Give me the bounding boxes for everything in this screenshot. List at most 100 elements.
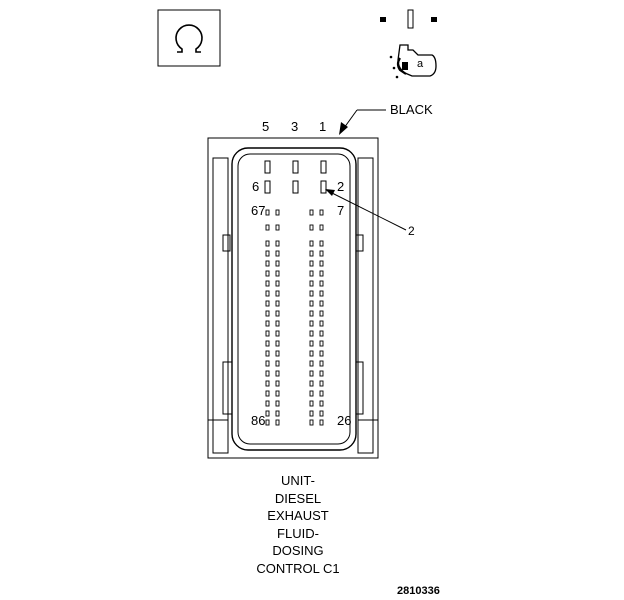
pin-cavity [309,410,314,417]
pin-cavity [319,400,324,407]
pin-cavity [319,250,324,257]
pin-cavity [309,330,314,337]
pin-cavity [265,380,270,387]
pin-cavity [265,360,270,367]
pin-cavity [319,280,324,287]
pin-cavity [265,250,270,257]
pin-cavity [309,270,314,277]
figure-number: 2810336 [397,585,440,597]
cavity-label-3: 3 [291,119,299,134]
pin-cavity [319,330,324,337]
pin-cavity [319,320,324,327]
title-line: DOSING [272,543,324,559]
pin-cavity [319,300,324,307]
pin-cavity [275,330,280,337]
pin-cavity [275,240,280,247]
pin-cavity [275,340,280,347]
pin-cavity [319,370,324,377]
pin-cavity [275,360,280,367]
black-leader-line [339,109,386,135]
cavity-label-2: 2 [337,179,345,194]
pin-cavity [309,320,314,327]
pin-cavity [319,419,324,426]
callout-leader-line [325,189,407,231]
pin-cavity [265,310,270,317]
pin-cavity [265,390,270,397]
pin-cavity [265,419,270,426]
pin-cavity [319,310,324,317]
pin-cavity [309,419,314,426]
connector-title: UNIT- DIESEL EXHAUST FLUID- DOSING CONTR… [200,472,396,578]
pin-cavity [309,350,314,357]
pin-cavity [265,350,270,357]
pin-cavity [309,240,314,247]
pin-cavity [275,380,280,387]
pin-cavity [265,410,270,417]
pin-cavity [319,360,324,367]
pin-cavity [309,310,314,317]
pin-cavity [319,224,324,231]
pin-cavity [309,370,314,377]
pin-cavity [265,224,270,231]
pin-cavity [319,340,324,347]
key-letter: a [417,58,424,70]
connector-housing [207,137,379,459]
pin-cavity [265,330,270,337]
ohm-resistance-icon [157,9,221,67]
pin-cavity [309,400,314,407]
pin-cavity [275,370,280,377]
pin-cavity [309,390,314,397]
pin-cavity [319,270,324,277]
cavity-label-5: 5 [262,119,270,134]
pin-cavity [275,320,280,327]
pin-cavity [309,340,314,347]
pin-cavity [275,350,280,357]
title-line: DIESEL [274,490,322,506]
title-line: CONTROL C1 [256,560,340,576]
pin-cavity [265,290,270,297]
pin-cavity [309,209,314,216]
large-cavities [264,160,327,194]
pin-cavity [275,280,280,287]
pin-cavity [319,240,324,247]
pin-cavity [265,370,270,377]
pin-cavity [265,260,270,267]
cavity-label-6: 6 [252,179,260,194]
pin-cavity [275,390,280,397]
pin-cavity [275,290,280,297]
pin-cavity [309,224,314,231]
cavity-label-86: 86 [251,413,266,428]
pin-cavity [265,320,270,327]
pin-cavity [319,209,324,216]
pin-cavity [275,250,280,257]
pin-cavity [275,270,280,277]
ignition-key-icon [380,9,437,79]
pin-cavity [265,270,270,277]
pin-cavity [275,410,280,417]
callout-number: 2 [408,224,415,238]
pin-cavity [275,209,280,216]
title-line: FLUID- [277,525,319,541]
cavity-label-67: 67 [251,203,266,218]
pin-cavity [309,360,314,367]
pin-cavity [309,250,314,257]
pin-cavity [275,224,280,231]
pin-cavity [319,260,324,267]
pin-cavity [265,300,270,307]
title-line: EXHAUST [267,508,329,524]
pin-cavity [319,390,324,397]
pin-cavity [275,310,280,317]
pin-cavity [275,300,280,307]
pin-cavity [309,300,314,307]
pin-cavity [265,209,270,216]
pin-cavity [275,419,280,426]
wire-color-label: BLACK [390,102,433,117]
pin-cavity [265,280,270,287]
pin-cavity [275,260,280,267]
cavity-label-26: 26 [337,413,352,428]
cavity-label-7: 7 [337,203,345,218]
pin-cavity [265,340,270,347]
cavity-label-1: 1 [319,119,327,134]
pin-cavity [319,410,324,417]
